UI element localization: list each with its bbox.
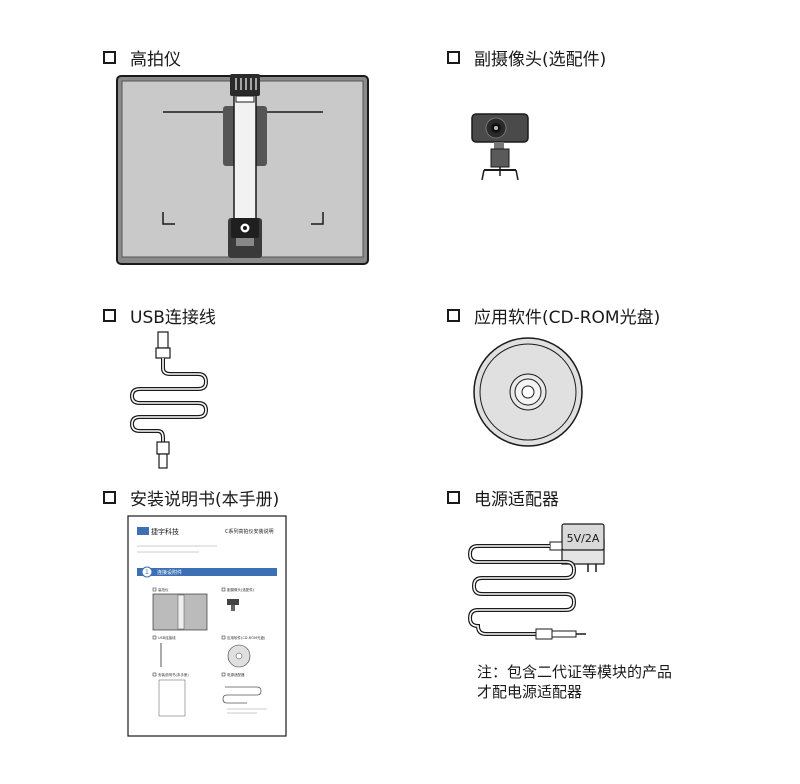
manual-item: 高拍仪 bbox=[158, 587, 169, 592]
item-webcam: 副摄像头(选配件) bbox=[447, 45, 606, 70]
manual-item: USB连接线 bbox=[158, 635, 176, 640]
note-line-1: 注：包含二代证等模块的产品 bbox=[477, 663, 673, 681]
checkbox-icon[interactable] bbox=[447, 309, 460, 322]
manual-icon: 捷宇科技 C系列高拍仪安装说明 1 连接设附件 高拍仪 副摄像头(选配件) US… bbox=[127, 515, 287, 737]
item-cd-rom: 应用软件(CD-ROM光盘) bbox=[447, 303, 660, 328]
checkbox-icon[interactable] bbox=[447, 491, 460, 504]
item-document-camera: 高拍仪 bbox=[103, 45, 181, 70]
manual-brand: 捷宇科技 bbox=[151, 527, 179, 536]
checkbox-icon[interactable] bbox=[103, 51, 116, 64]
item-label: 电源适配器 bbox=[474, 490, 559, 510]
item-manual: 安装说明书(本手册) bbox=[103, 485, 279, 510]
manual-section-number: 1 bbox=[145, 569, 149, 576]
item-label: 应用软件(CD-ROM光盘) bbox=[474, 308, 661, 328]
webcam-icon bbox=[471, 113, 529, 181]
item-label: 副摄像头(选配件) bbox=[474, 50, 607, 70]
manual-item: 安装说明书(本手册) bbox=[158, 672, 189, 677]
manual-title: C系列高拍仪安装说明 bbox=[225, 528, 274, 535]
checkbox-icon[interactable] bbox=[447, 51, 460, 64]
manual-item: 副摄像头(选配件) bbox=[227, 587, 255, 592]
cd-rom-icon bbox=[473, 337, 583, 447]
usb-cable-icon bbox=[129, 331, 209, 469]
manual-item: 应用软件(CD-ROM光盘) bbox=[227, 635, 266, 640]
item-usb-cable: USB连接线 bbox=[103, 303, 216, 328]
item-power-adapter: 电源适配器 bbox=[447, 485, 559, 510]
item-label: 高拍仪 bbox=[130, 50, 181, 70]
manual-item: 电源适配器 bbox=[227, 672, 245, 677]
manual-section-title: 连接设附件 bbox=[157, 569, 182, 576]
note-line-2: 才配电源适配器 bbox=[477, 683, 583, 701]
power-adapter-icon: 5V/2A bbox=[467, 523, 605, 640]
item-label: 安装说明书(本手册) bbox=[130, 490, 280, 510]
checkbox-icon[interactable] bbox=[103, 309, 116, 322]
adapter-rating: 5V/2A bbox=[567, 532, 600, 545]
document-camera-icon bbox=[116, 74, 369, 265]
adapter-note: 注：包含二代证等模块的产品 才配电源适配器 bbox=[477, 662, 672, 702]
checkbox-icon[interactable] bbox=[103, 491, 116, 504]
item-label: USB连接线 bbox=[130, 308, 216, 328]
